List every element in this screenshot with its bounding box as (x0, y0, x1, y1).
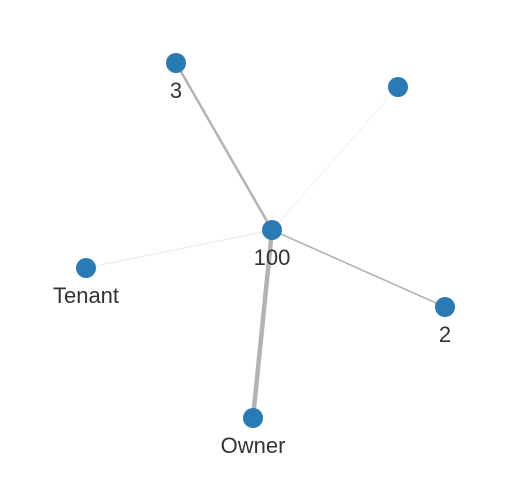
node-right[interactable]: 2 (435, 297, 455, 347)
node-label: 100 (254, 245, 291, 270)
node-top-left[interactable]: 3 (166, 53, 186, 103)
node-label: 2 (439, 322, 451, 347)
node-circle[interactable] (435, 297, 455, 317)
nodes-layer: 100 3 Tenant 2 Owner (53, 53, 455, 458)
edge-center-bottom (250, 227, 275, 421)
node-circle[interactable] (166, 53, 186, 73)
node-top-right[interactable] (388, 77, 408, 97)
node-circle[interactable] (76, 258, 96, 278)
node-center[interactable]: 100 (254, 220, 291, 270)
node-left[interactable]: Tenant (53, 258, 119, 308)
node-label: Tenant (53, 283, 119, 308)
node-bottom[interactable]: Owner (221, 408, 286, 458)
edge-center-top-right (271, 86, 399, 231)
edge-center-top-left (174, 61, 274, 232)
edge-center-right (271, 229, 446, 308)
node-circle[interactable] (262, 220, 282, 240)
node-circle[interactable] (388, 77, 408, 97)
node-label: Owner (221, 433, 286, 458)
node-label: 3 (170, 78, 182, 103)
edges-layer (85, 61, 446, 421)
edge-center-left (85, 229, 273, 269)
node-circle[interactable] (243, 408, 263, 428)
